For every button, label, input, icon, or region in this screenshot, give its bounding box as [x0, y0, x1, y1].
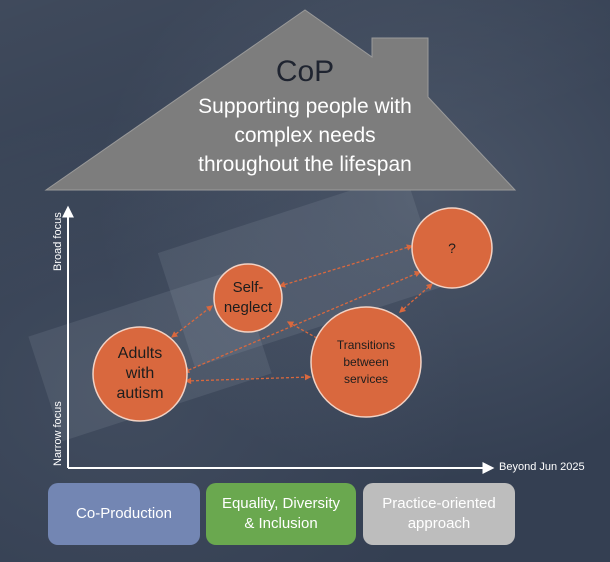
page-title: CoP	[275, 55, 335, 88]
house-shape	[44, 9, 517, 191]
box-equality-diversity-inclusion: Equality, Diversity & Inclusion	[206, 483, 356, 545]
node-label-transitions: Transitions between services	[336, 337, 396, 386]
node-self-neglect	[213, 263, 283, 333]
node-adults-with-autism	[92, 326, 188, 422]
arrow-adults-unknown	[182, 271, 422, 373]
box-practice-oriented: Practice-oriented approach	[363, 483, 515, 545]
node-label-self-neglect: Self- neglect	[223, 279, 273, 316]
node-unknown	[411, 207, 493, 289]
node-transitions	[310, 306, 422, 418]
x-axis-label: Beyond Jun 2025	[499, 461, 585, 473]
arrow-self-unknown	[278, 244, 414, 288]
arrow-transitions-unknown	[399, 283, 433, 313]
y-axis-label-narrow: Narrow focus	[52, 401, 64, 466]
box-co-production: Co-Production	[48, 483, 200, 545]
arrow-adults-transitions	[184, 373, 312, 385]
node-label-unknown: ?	[448, 240, 456, 256]
y-axis-label-broad: Broad focus	[52, 212, 64, 271]
node-label-adults: Adults with autism	[116, 345, 164, 402]
page-subtitle: Supporting people with complex needs thr…	[198, 95, 412, 176]
